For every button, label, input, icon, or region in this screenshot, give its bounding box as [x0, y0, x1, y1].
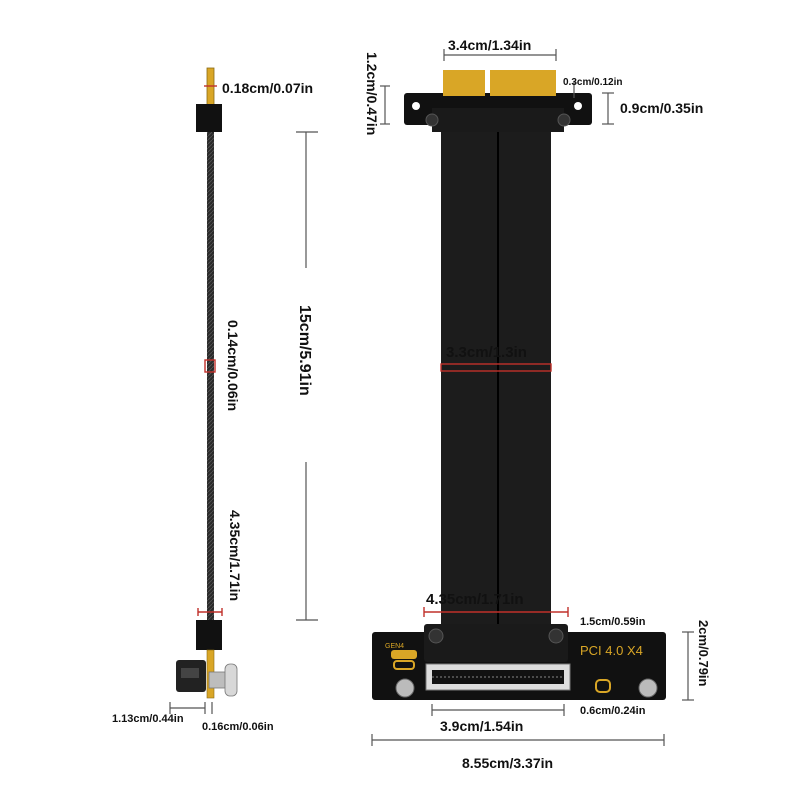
ribbon-cable-right — [499, 132, 551, 624]
cable-thickness-marker — [204, 359, 216, 373]
pcb-marking: PCI 4.0 X4 — [580, 643, 643, 658]
connector-width-label: 3.4cm/1.34in — [448, 37, 531, 53]
pin-thickness-label: 0.18cm/0.07in — [222, 80, 313, 96]
slot-width-label: 3.9cm/1.54in — [440, 718, 523, 734]
cable-thickness-label: 0.14cm/0.06in — [225, 320, 241, 411]
connector-height-label: 1.2cm/0.47in — [364, 52, 380, 135]
front-view: PCI 4.0 X4 GEN4 3.4cm/1.34in 1.2cm/0.47i… — [364, 37, 711, 771]
pcb-oval-hole — [595, 679, 611, 693]
side-gold-pin — [206, 67, 215, 107]
side-view: 0.18cm/0.07in 0.14cm/0.06in 15cm/5.91in … — [112, 67, 318, 733]
bottom-header — [424, 624, 568, 662]
gold-fingers — [443, 70, 556, 96]
screw-left-icon — [425, 113, 439, 127]
mount-hole-right — [574, 102, 582, 110]
hole-size-label: 0.6cm/0.24in — [580, 705, 646, 717]
pcb-screw-right-icon — [638, 678, 658, 698]
gen-marking: GEN4 — [385, 643, 404, 650]
cable-width-label: 3.3cm/1.3in — [446, 344, 527, 361]
header-height-label: 1.5cm/0.59in — [580, 616, 646, 628]
pcb-screw-left-icon — [395, 678, 415, 698]
cable-end-width-label: 4.35cm/1.71in — [426, 591, 524, 608]
end-section-label: 4.35cm/1.71in — [227, 510, 243, 601]
bracket-height-label: 0.9cm/0.35in — [620, 100, 703, 116]
side-bottom-clamp — [196, 620, 222, 650]
board-width-label: 8.55cm/3.37in — [462, 755, 553, 771]
key-notch-label: 0.3cm/0.12in — [563, 77, 622, 88]
cable-length-label: 15cm/5.91in — [296, 305, 313, 396]
mount-hole-left — [412, 102, 420, 110]
side-top-clamp — [196, 104, 222, 132]
pcie-slot — [425, 663, 571, 691]
cable-width-marker — [440, 363, 552, 372]
board-height-label: 2cm/0.79in — [696, 620, 711, 687]
side-cable — [207, 132, 214, 620]
ribbon-cable-left — [441, 132, 497, 624]
bracket-width-label: 1.13cm/0.44in — [112, 713, 184, 725]
pin-width-label: 0.16cm/0.06in — [202, 721, 274, 733]
screw-icon — [208, 663, 238, 697]
screw-right-icon — [557, 113, 571, 127]
